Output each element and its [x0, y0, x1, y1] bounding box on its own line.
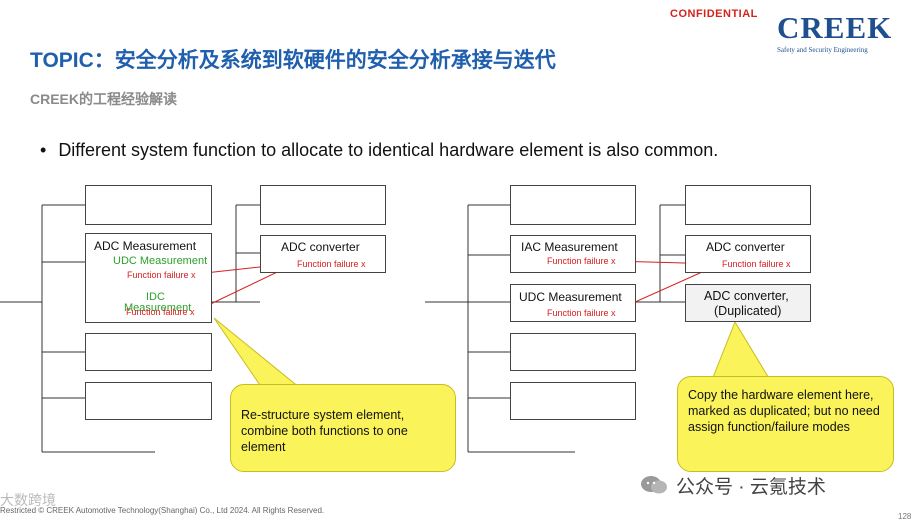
- function-failure-label: Function failure x: [297, 259, 366, 269]
- idc-label: IDC: [146, 291, 165, 303]
- adc-converter-title: ADC converter: [281, 240, 360, 254]
- function-failure-label: Function failure x: [547, 256, 616, 266]
- adc-converter-title: ADC converter: [706, 240, 785, 254]
- logo-tagline: Safety and Security Engineering: [777, 46, 868, 54]
- function-failure-label: Function failure x: [722, 259, 791, 269]
- left-adc-converter-box: ADC converter Function failure x: [260, 235, 386, 273]
- function-failure-label: Function failure x: [547, 308, 616, 318]
- creek-logo: CREEK Safety and Security Engineering: [777, 10, 907, 55]
- page-subtitle: CREEK的工程经验解读: [30, 91, 178, 107]
- adc-converter-duplicated-title: ADC converter,: [704, 289, 789, 303]
- idc-measurement-label: Measurement: [124, 302, 192, 314]
- function-failure-label: Function failure x: [126, 307, 195, 317]
- left-adc-measurement-box: ADC Measurement UDC Measurement Function…: [85, 233, 212, 323]
- right-hw-box-empty: [685, 185, 811, 225]
- right-system-box-empty-2: [510, 333, 636, 371]
- bullet-text: Different system function to allocate to…: [58, 140, 719, 160]
- right-system-box-empty-1: [510, 185, 636, 225]
- right-adc-converter-box: ADC converter Function failure x: [685, 235, 811, 273]
- bullet-symbol: •: [40, 140, 47, 160]
- udc-measurement-title: UDC Measurement: [519, 290, 622, 304]
- udc-measurement-label: UDC Measurement: [113, 255, 208, 267]
- left-hw-box-empty: [260, 185, 386, 225]
- page-title: TOPIC：安全分析及系统到软硬件的安全分析承接与迭代: [30, 49, 556, 72]
- wechat-account-name: 公众号 · 云氪技术: [676, 477, 826, 498]
- right-udc-measurement-box: UDC Measurement Function failure x: [510, 284, 636, 322]
- function-failure-label: Function failure x: [127, 270, 196, 280]
- copyright-footer: Restricted © CREEK Automotive Technology…: [0, 506, 325, 515]
- confidential-label: CONFIDENTIAL: [670, 8, 758, 20]
- logo-word: CREEK: [777, 10, 893, 45]
- left-system-box-empty-1: [85, 185, 212, 225]
- bullet-point: • Different system function to allocate t…: [40, 140, 718, 161]
- iac-measurement-title: IAC Measurement: [521, 240, 618, 254]
- adc-measurement-title: ADC Measurement: [94, 239, 197, 253]
- right-callout: Copy the hardware element here, marked a…: [677, 376, 894, 472]
- left-system-box-empty-2: [85, 333, 212, 371]
- right-adc-converter-duplicated-box: ADC converter, (Duplicated): [685, 284, 811, 322]
- left-callout: Re-structure system element, combine bot…: [230, 384, 456, 472]
- wechat-account: 公众号 · 云氪技术: [640, 472, 826, 502]
- right-system-box-empty-3: [510, 382, 636, 420]
- right-iac-measurement-box: IAC Measurement Function failure x: [510, 235, 636, 273]
- wechat-icon: [640, 474, 668, 502]
- watermark-text: 大数跨境: [0, 492, 56, 508]
- page-number: 128: [898, 512, 912, 521]
- duplicated-label: (Duplicated): [714, 304, 782, 318]
- left-system-box-empty-3: [85, 382, 212, 420]
